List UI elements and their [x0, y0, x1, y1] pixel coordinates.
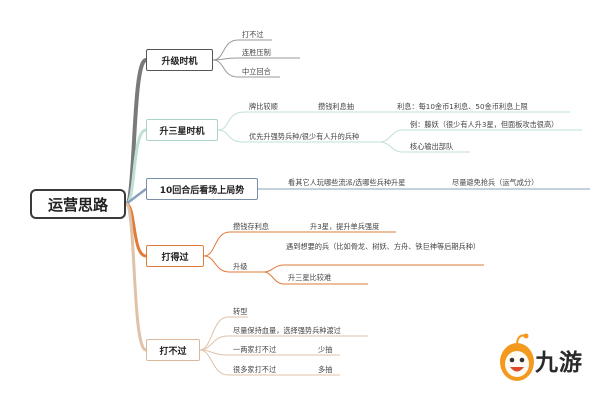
- branch-upgrade-timing: 升级时机: [146, 49, 213, 71]
- logo-text: 九游: [535, 350, 583, 376]
- leaf-keep-hp: 尽量保持血量，选择强势兵种渡过: [233, 326, 341, 335]
- leaf-interest-rule: 利息：每10金币1利息、50金币利息上限: [397, 102, 528, 111]
- root-node: 运营思路: [30, 189, 126, 219]
- leaf-example-vine: 例：藤妖（很少有人升3星，但面板攻击很高）: [410, 120, 559, 129]
- leaf-three-star-hard: 升三星比较难: [288, 273, 332, 282]
- leaf-level-up: 升级: [233, 262, 248, 271]
- leaf-save-interest: 攒钱利息抽: [318, 102, 354, 111]
- branch-three-star-timing: 升三星时机: [146, 119, 218, 141]
- leaf-avoid-contest: 尽量避免抢兵（运气成分）: [452, 178, 539, 187]
- leaf-many-opponents: 很多家打不过: [233, 365, 277, 374]
- orange-mascot-icon: [500, 333, 534, 381]
- leaf-cannot-beat: 打不过: [242, 30, 264, 39]
- leaf-priority-units: 优先升强势兵种/很少有人升的兵种: [249, 132, 360, 141]
- branch-can-win: 打得过: [146, 245, 204, 267]
- leaf-three-star-strength: 升3星，提升单兵强度: [310, 222, 380, 231]
- leaf-core-dps: 核心输出部队: [410, 142, 454, 151]
- leaf-good-draws: 牌比较顺: [249, 102, 278, 111]
- leaf-roll-less: 少抽: [318, 345, 333, 354]
- branch-cannot-win: 打不过: [146, 339, 200, 361]
- leaf-transform: 转型: [233, 307, 248, 316]
- leaf-neutral-round: 中立回合: [242, 67, 271, 76]
- branch-after-round-10: 10回合后看场上局势: [146, 178, 258, 200]
- leaf-watch-others: 看其它人玩哪些流派/选哪些兵种升星: [288, 178, 406, 187]
- leaf-save-money: 攒钱存利息: [233, 222, 269, 231]
- leaf-win-streak: 连胜压制: [242, 48, 271, 57]
- leaf-roll-more: 多抽: [318, 365, 333, 374]
- leaf-desired-units: 遇到想要的兵（比如骨龙、树妖、方舟、铁巨神等后期兵种）: [286, 242, 481, 251]
- leaf-one-two-opponents: 一两家打不过: [233, 345, 277, 354]
